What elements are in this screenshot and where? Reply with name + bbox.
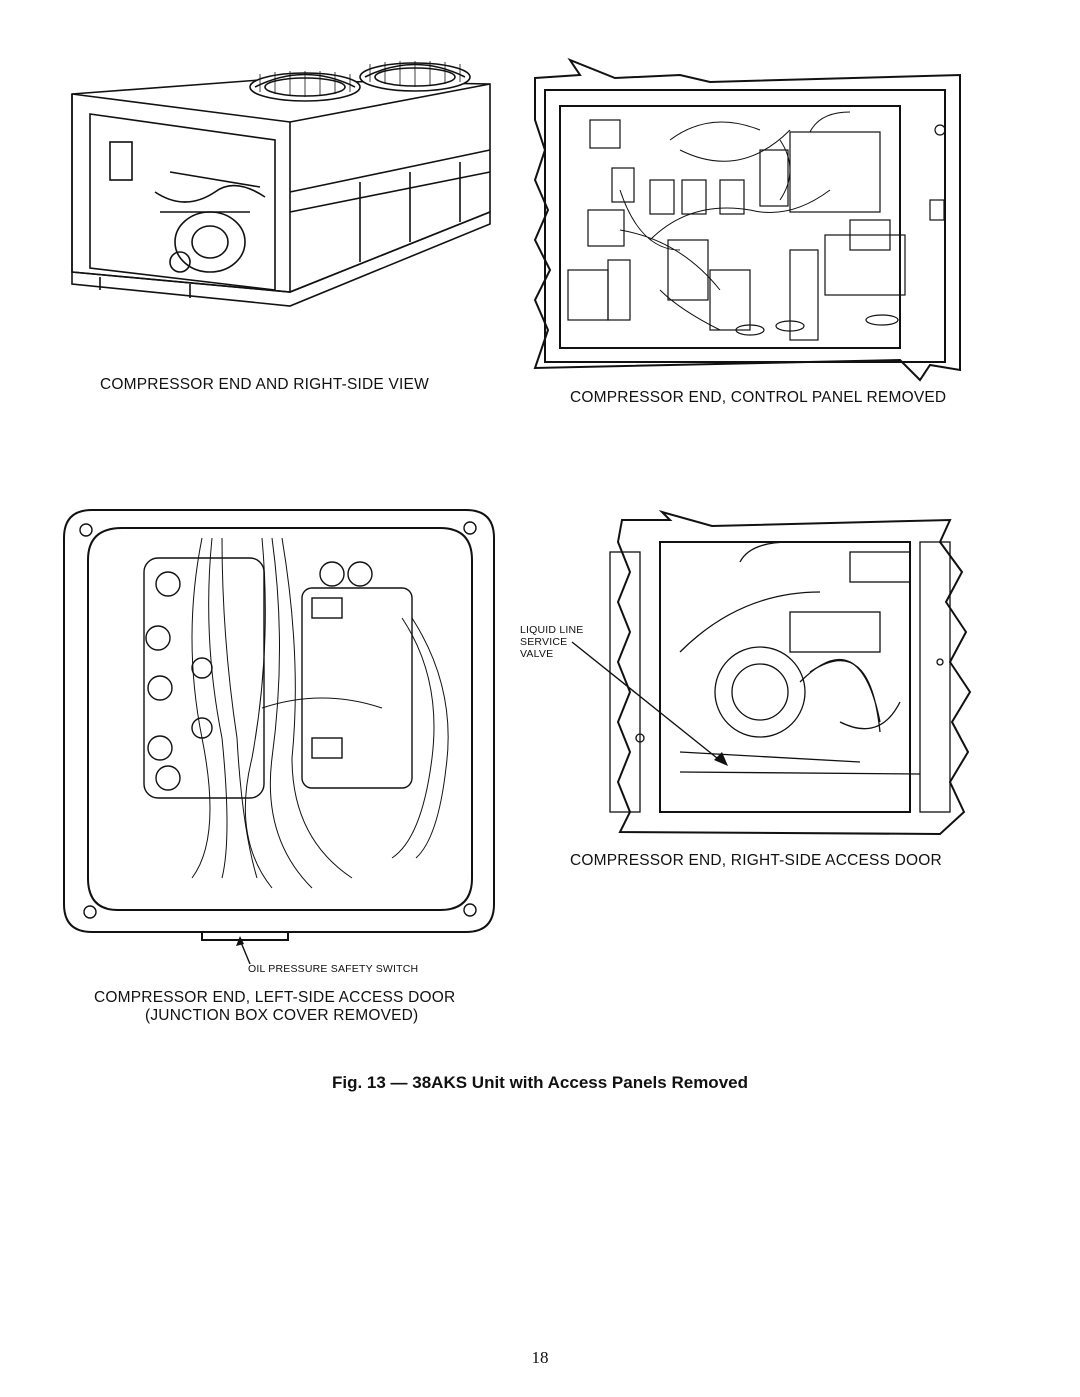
liquid-line-callout-arrow: [571, 641, 728, 766]
right-access-door-drawing: [609, 510, 972, 836]
caption-junction-box-cover-removed: (JUNCTION BOX COVER REMOVED): [145, 1007, 419, 1024]
control-panel-drawing: [533, 57, 961, 382]
callout-liquid-line: LIQUID LINE: [520, 624, 584, 636]
caption-control-panel-removed: COMPRESSOR END, CONTROL PANEL REMOVED: [570, 389, 947, 406]
figure-title: Fig. 13 — 38AKS Unit with Access Panels …: [331, 1073, 748, 1092]
callout-service: SERVICE: [520, 636, 568, 648]
callout-oil-pressure-safety-switch: OIL PRESSURE SAFETY SWITCH: [248, 963, 419, 975]
callout-valve: VALVE: [520, 648, 554, 660]
oil-switch-callout-arrow: [236, 936, 251, 965]
junction-box-drawing: [63, 509, 495, 941]
unit-isometric-drawing: [71, 61, 491, 307]
caption-right-side-access-door: COMPRESSOR END, RIGHT-SIDE ACCESS DOOR: [570, 852, 942, 869]
page-number: 18: [531, 1348, 549, 1367]
caption-compressor-end-right-side: COMPRESSOR END AND RIGHT-SIDE VIEW: [100, 376, 429, 393]
caption-left-side-access-door: COMPRESSOR END, LEFT-SIDE ACCESS DOOR: [94, 989, 456, 1006]
